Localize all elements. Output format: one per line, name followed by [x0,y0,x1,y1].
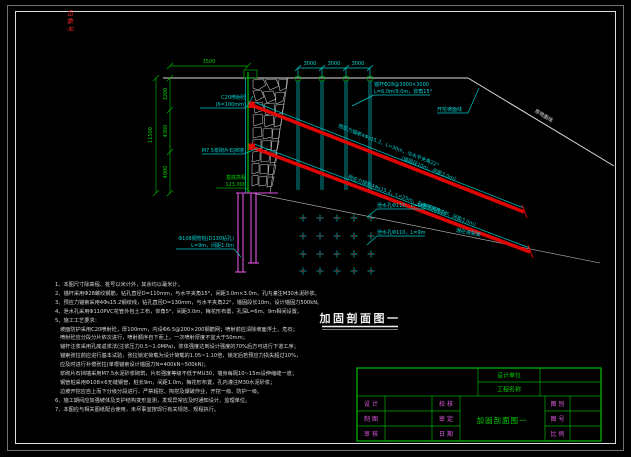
titleblock-sheet-no: 图 号 [551,416,565,423]
note-line: 锚索张拉前应进行基本试验，张拉锁定荷载为设计荷载的1.05~1.10倍，锁定后若… [55,353,302,360]
drawing-title-text: 加固剖面图一 [319,311,401,325]
dim-left-1: 3200 [163,88,169,101]
titleblock-project-label: 工程名称 [497,386,521,394]
label-nail-1: 锚杆Φ28@3000×3000 [374,81,429,88]
dimension-nail-spacing: 3000 3000 3000 [294,61,374,78]
label-base-elev-2: 123.000 [225,182,246,188]
dim-left-3: 4000 [163,166,169,179]
note-line: 7、本图应与相关图纸配合使用，未尽事宜按现行有关规范、规程执行。 [55,406,220,413]
label-drain-1: 泄水孔Φ110，L=6m [377,202,426,209]
label-wall: M7.5浆砌片石挡墙 [202,147,244,154]
note-line: 2、锚杆采用Φ28螺纹钢筋，钻孔直径D=110mm，与水平夹角15°，间距3.0… [55,290,320,297]
drain-hole-dots [302,217,372,272]
note-line: 1、本图尺寸除高程、桩号以米计外，其余均以毫米计。 [55,282,183,288]
anchor-cables [248,101,534,259]
dim-top-left: 1500 [203,59,216,65]
titleblock-role-draft: 制 图 [364,415,378,423]
titleblock-sheet-type: 图 别 [551,400,565,408]
label-ground-line: 原地面线 [533,108,554,124]
soil-nails [295,76,373,190]
note-line: 锚杆注浆采用孔底返浆法(注浆压力0.5~1.0MPa)，浆体强度达到设计强度的7… [55,344,299,351]
label-base-elev-1: 基底高程 [226,174,246,181]
titleblock-role-check: 校 核 [439,400,453,408]
ground-lines [163,77,615,264]
titleblock-unit-label: 设计单位 [497,372,521,380]
titleblock-role-approve: 审 定 [439,415,453,423]
dim-left-2: 4300 [163,125,169,138]
note-line: 浆砌片石挡墙采用M7.5水泥砂浆砌筑，片石强度等级不低于MU30，墙身每隔10~… [55,371,297,378]
steel-pipe-piles [235,192,278,273]
retaining-wall [243,69,289,194]
stone-hatch [251,78,288,188]
titleblock-role-design: 设 计 [364,400,378,408]
titleblock-role-review: 审 核 [364,430,378,438]
anchor-head-b [248,143,255,150]
label-slope-line: 开挖坡面线 [437,106,462,113]
label-shotcrete-1: C20喷射砼 [221,94,246,101]
label-shotcrete-2: (δ=100mm) [216,102,246,108]
note-line: 5、施工工艺要求： [55,317,100,324]
dim-spacing-1: 3000 [304,61,317,67]
label-nail-2: L=6.0m/9.0m，仰角15° [374,88,433,95]
dimension-left-chain: 3200 4300 4000 11500 [148,74,174,197]
note-line: 坡面防护采用C20喷射砼，厚100mm，内设Φ6.5@200×200钢筋网；喷射… [55,326,298,333]
anchor-head-a [248,101,255,108]
title-block: 设计单位 工程名称 设 计 制 图 审 核 校 核 审 定 日 期 图 别 图 … [356,367,602,442]
drawing-title: 加固剖面图一 [319,311,401,330]
note-line: 钢管桩采用Φ108×6无缝钢管，桩长9m，间距1.0m，梅花形布置，孔内灌注M3… [55,379,276,386]
archive-stamp-text: 归 档 号 [66,10,74,32]
label-drain-2: 泄水孔Φ110，L=9m [377,229,426,236]
note-line: 4、泄水孔采用Φ110PVC花管外包土工布，仰角5°，间距3.0m，梅花形布置，… [55,308,303,315]
titleblock-scale: 比 例 [551,430,565,438]
note-line: 6、施工期间应加强坡体及支护结构变形监测，发现异常应及时通知设计、监理单位。 [55,397,251,404]
drain-hole-grid [299,214,375,275]
dimension-top-left: 1500 [166,59,252,70]
notes-block: 1、本图尺寸除高程、桩号以米计外，其余均以毫米计。 2、锚杆采用Φ28螺纹钢筋，… [55,281,347,415]
note-line: 应及时进行补偿张拉(单根锚索设计锚固力N=400kN~500kN)； [55,362,209,369]
note-line: 3、预应力锚索采用4Φs15.2钢绞线，钻孔直径D=130mm，与水平夹角22°… [55,299,323,306]
titleblock-role-date: 日 期 [439,430,453,438]
label-pile-2: L=9m，间距1.0m [191,242,234,249]
label-pile-1: Φ108钢管桩(D130钻孔) [178,235,234,242]
sheet-frame [7,5,624,451]
annotations: C20喷射砼 (δ=100mm) M7.5浆砌片石挡墙 基底高程 123.000… [178,81,554,249]
label-slip-line: 潜在滑裂面 [455,227,481,239]
dim-left-total: 11500 [148,127,154,143]
titleblock-drawing-title: 加固剖面图一 [477,415,528,425]
leader-lines [176,87,480,258]
dim-spacing-3: 3000 [352,61,365,67]
note-line: 边坡开挖应自上而下分级分段进行，严禁超挖、掏挖及爆破作业，开挖一级、防护一级。 [55,388,263,395]
note-line: 喷射砼应分段分片依次进行，喷射顺序自下而上，一次喷射厚度不宜大于50mm； [55,335,248,342]
dim-spacing-2: 3000 [328,61,341,67]
